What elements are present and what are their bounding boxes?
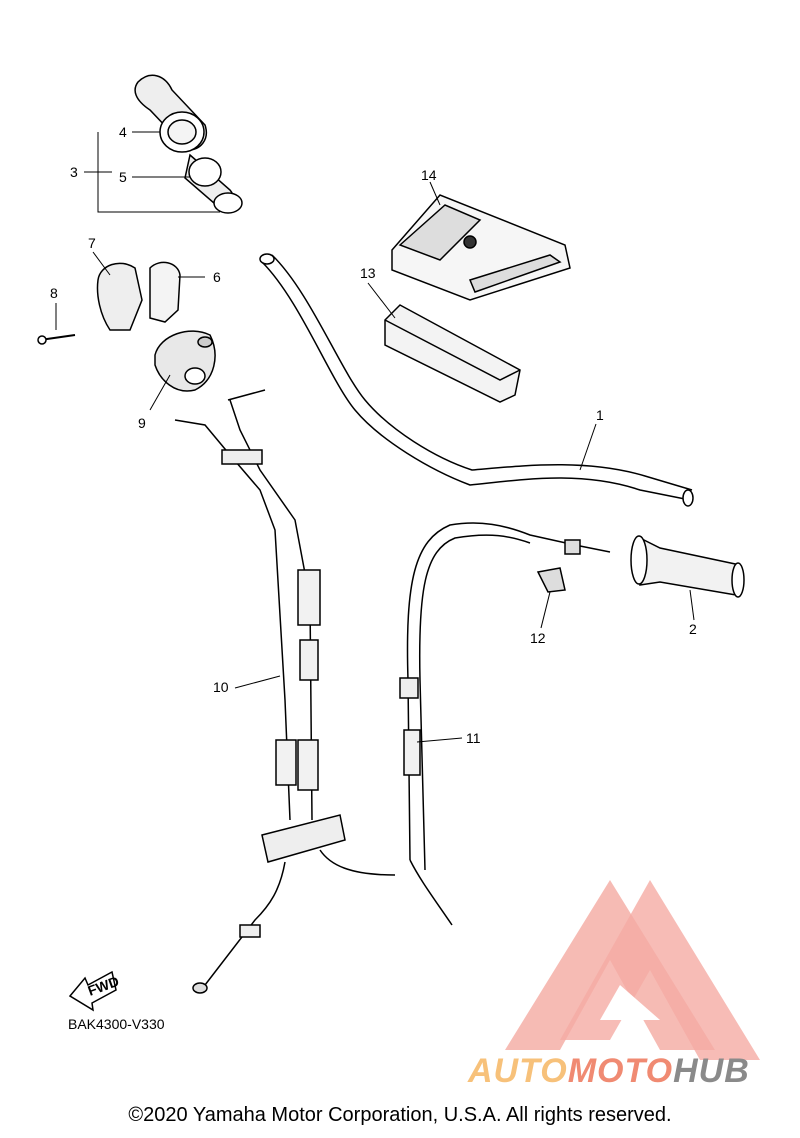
callout-6: 6 [213, 269, 221, 285]
automotohub-logo [505, 880, 760, 1060]
callout-11: 11 [466, 730, 481, 746]
watermark-hub: HUB [673, 1052, 750, 1090]
watermark-moto: MOTO [567, 1052, 674, 1090]
copyright-text: ©2020 Yamaha Motor Corporation, U.S.A. A… [128, 1104, 672, 1126]
diagram-code: BAK4300-V330 [68, 1016, 165, 1032]
handlebar-pad [384, 304, 521, 403]
watermark-auto: AUTO [468, 1052, 568, 1090]
callout-12: 12 [530, 630, 546, 646]
handlebar [259, 253, 694, 507]
right-grip [630, 535, 745, 598]
callout-13: 13 [360, 265, 376, 281]
clutch-cable [399, 522, 611, 926]
callout-5: 5 [119, 169, 127, 185]
callout-7: 7 [88, 235, 96, 251]
watermark-text: AUTOMOTOHUB [468, 1052, 750, 1091]
handlebar-cover [391, 194, 571, 301]
callout-4: 4 [119, 124, 127, 140]
leader-lines [55, 131, 695, 743]
left-grip-assembly [134, 74, 243, 214]
callout-2: 2 [689, 621, 697, 637]
fwd-arrow-icon: FWD [68, 970, 121, 1012]
callout-1: 1 [596, 407, 604, 423]
callout-14: 14 [421, 167, 437, 183]
callout-3: 3 [70, 164, 78, 180]
callout-10: 10 [213, 679, 229, 695]
throttle-cables [174, 389, 396, 994]
callout-9: 9 [138, 415, 146, 431]
throttle-housing [37, 261, 216, 392]
callout-8: 8 [50, 285, 58, 301]
